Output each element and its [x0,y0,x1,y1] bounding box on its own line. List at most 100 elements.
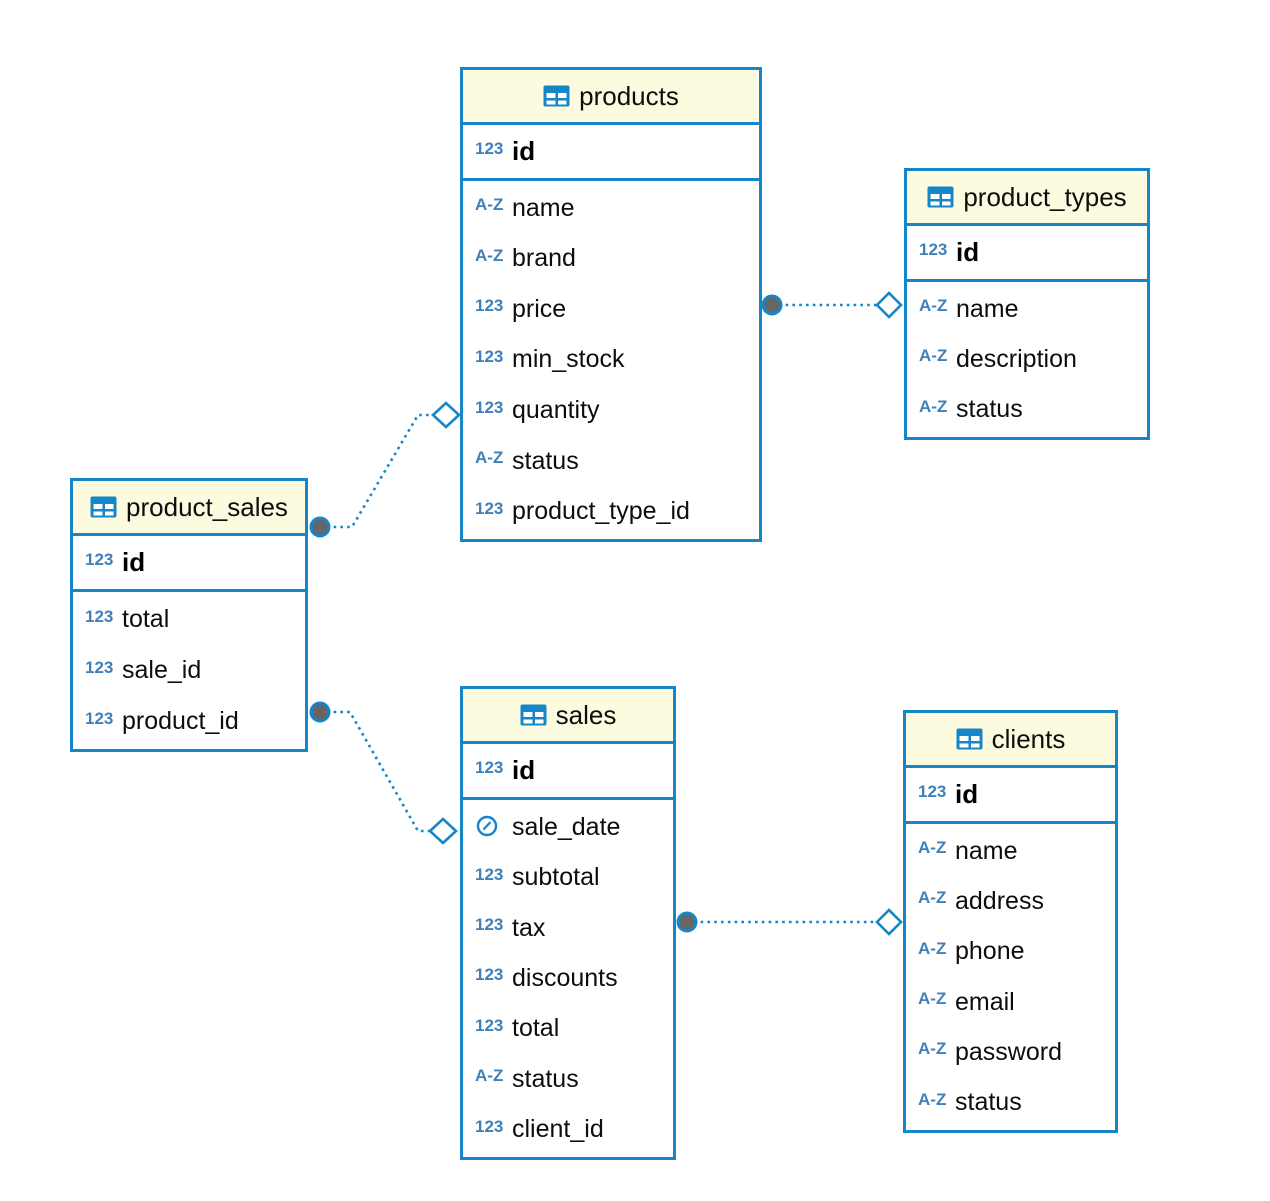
primary-key-name: id [955,779,979,809]
entity-product_types[interactable]: product_types 123 id A-Z name A-Z descri… [904,168,1150,440]
columns-list: 123 total 123 sale_id 123 product_id [73,592,305,749]
column-name: email [955,987,1015,1016]
column-type-label: A-Z [475,1066,504,1086]
relation-diamond-end [875,291,903,319]
column-name: status [512,1064,579,1093]
table-icon [543,85,570,107]
column-row-product_type_id[interactable]: 123 product_type_id [463,497,759,526]
column-type-label: 123 [475,498,504,518]
column-type-label: 123 [475,915,504,935]
entity-header[interactable]: clients [906,713,1115,768]
entity-products[interactable]: products 123 id A-Z name A-Z brand 123 p… [460,67,762,542]
relation-product_sales-sales[interactable] [309,701,458,845]
column-row-status[interactable]: A-Z status [463,447,759,476]
primary-key-name: id [956,237,980,267]
relation-circle-end [309,701,331,723]
column-name: tax [512,913,546,942]
column-type-label: 123 [475,296,504,316]
column-row-total[interactable]: 123 total [463,1014,673,1043]
primary-key-name: id [512,755,536,785]
primary-key-name: id [512,136,536,166]
column-name: min_stock [512,345,625,374]
column-row-sale_date[interactable]: sale_date [463,813,673,842]
column-row-price[interactable]: 123 price [463,295,759,324]
column-type-label: A-Z [919,296,948,316]
table-icon [90,496,117,518]
column-name: password [955,1037,1062,1066]
column-name: address [955,886,1044,915]
primary-key-row[interactable]: 123 id [906,768,1115,824]
primary-key-name: id [122,547,146,577]
column-row-product_id[interactable]: 123 product_id [73,707,305,736]
column-name: status [955,1088,1022,1117]
entity-product_sales[interactable]: product_sales 123 id 123 total 123 sale_… [70,478,308,752]
relation-sales-clients[interactable] [676,908,903,936]
column-type-label: 123 [475,138,504,158]
relation-product_sales-products[interactable] [309,401,461,538]
column-type-label: A-Z [918,989,947,1009]
entity-title: product_sales [126,491,288,522]
column-type-label: 123 [475,1015,504,1035]
column-row-password[interactable]: A-Z password [906,1038,1115,1067]
table-icon [520,704,547,726]
column-row-name[interactable]: A-Z name [463,194,759,223]
column-type-label: 123 [85,606,114,626]
column-name: discounts [512,963,618,992]
column-row-quantity[interactable]: 123 quantity [463,396,759,425]
column-type-label: 123 [475,864,504,884]
column-type-label: A-Z [918,888,947,908]
entity-title: clients [991,723,1066,754]
column-row-status[interactable]: A-Z status [463,1065,673,1094]
primary-key-row[interactable]: 123 id [463,744,673,800]
primary-key-row[interactable]: 123 id [73,536,305,592]
column-row-status[interactable]: A-Z status [906,1088,1115,1117]
column-name: total [512,1014,560,1043]
column-name: client_id [512,1115,604,1144]
column-row-name[interactable]: A-Z name [907,295,1147,324]
column-row-tax[interactable]: 123 tax [463,914,673,943]
column-name: product_type_id [512,497,690,526]
column-row-subtotal[interactable]: 123 subtotal [463,863,673,892]
primary-key-row[interactable]: 123 id [463,125,759,181]
clock-icon [475,814,512,843]
column-row-phone[interactable]: A-Z phone [906,937,1115,966]
entity-clients[interactable]: clients 123 id A-Z name A-Z address A-Z … [903,710,1118,1133]
column-row-discounts[interactable]: 123 discounts [463,964,673,993]
entity-header[interactable]: products [463,70,759,125]
column-type-label: A-Z [475,195,504,215]
entity-header[interactable]: product_sales [73,481,305,536]
column-type-label: 123 [918,781,947,801]
entity-header[interactable]: product_types [907,171,1147,226]
column-type-label: 123 [475,397,504,417]
column-type-label: 123 [475,757,504,777]
column-row-status[interactable]: A-Z status [907,395,1147,424]
column-type-label: A-Z [919,396,948,416]
relation-diamond-end [875,908,903,936]
column-row-min_stock[interactable]: 123 min_stock [463,345,759,374]
column-row-address[interactable]: A-Z address [906,887,1115,916]
column-name: description [956,344,1077,373]
entity-header[interactable]: sales [463,689,673,744]
column-row-total[interactable]: 123 total [73,605,305,634]
column-type-label: A-Z [919,346,948,366]
entity-sales[interactable]: sales 123 id sale_date 123 subtotal 123 … [460,686,676,1160]
primary-key-row[interactable]: 123 id [907,226,1147,282]
column-row-name[interactable]: A-Z name [906,837,1115,866]
column-row-brand[interactable]: A-Z brand [463,244,759,273]
column-type-label: A-Z [918,1089,947,1109]
column-name: sale_id [122,656,202,684]
column-row-client_id[interactable]: 123 client_id [463,1115,673,1144]
column-row-sale_id[interactable]: 123 sale_id [73,656,305,685]
column-type-label: 123 [85,708,114,728]
relation-circle-end [309,516,331,538]
column-type-label: A-Z [918,838,947,858]
relation-products-product_types[interactable] [761,291,903,319]
column-type-label: 123 [85,657,114,677]
column-row-description[interactable]: A-Z description [907,345,1147,374]
column-type-label: 123 [85,549,114,569]
column-name: status [956,395,1023,424]
column-row-email[interactable]: A-Z email [906,988,1115,1017]
column-type-label: A-Z [918,1039,947,1059]
